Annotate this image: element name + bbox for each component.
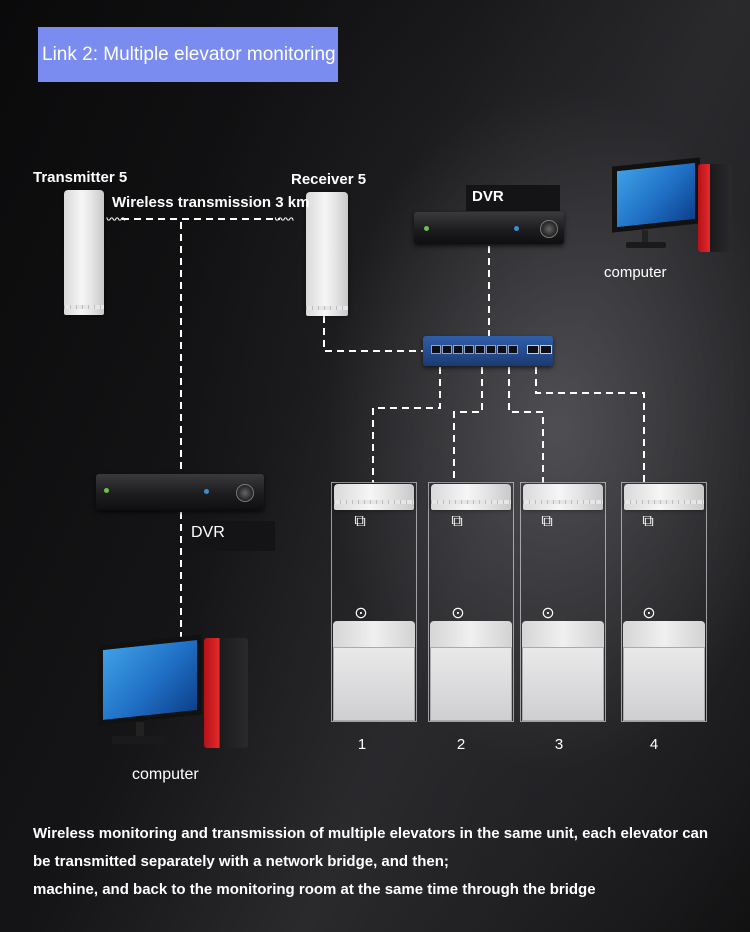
elevator-car-4 (621, 482, 707, 722)
computer-top-label: computer (604, 264, 667, 281)
bridge-icon (431, 484, 511, 510)
bridge-icon (333, 621, 415, 647)
wifi-icon: ⊙ (354, 605, 368, 622)
camera-icon (430, 647, 512, 721)
bridge-icon (522, 621, 604, 647)
bridge-icon (334, 484, 414, 510)
camera-icon (522, 647, 604, 721)
wifi-icon: ⊙ (541, 605, 555, 622)
camera-icon (623, 647, 705, 721)
wifi-icon: ⸾ (276, 216, 293, 222)
wifi-icon: ⧉ (451, 512, 463, 529)
elevator-car-1 (331, 482, 417, 722)
wifi-icon: ⧉ (642, 512, 654, 529)
elevator-number-2: 2 (456, 736, 466, 753)
computer-top-icon (612, 157, 740, 254)
caption-line-3: machine, and back to the monitoring room… (33, 881, 596, 898)
elevator-car-2 (428, 482, 514, 722)
caption-line-1: Wireless monitoring and transmission of … (33, 825, 709, 842)
bridge-icon (624, 484, 704, 510)
camera-icon (333, 647, 415, 721)
wifi-icon: ⧉ (541, 512, 553, 529)
bridge-icon (430, 621, 512, 647)
caption-line-2: be transmitted separately with a network… (33, 853, 449, 870)
receiver-bridge-icon (306, 192, 348, 316)
transmitter-bridge-icon (64, 190, 104, 315)
page-title: Link 2: Multiple elevator monitoring (38, 27, 338, 82)
wifi-icon: ⸾ (107, 216, 124, 222)
elevator-number-4: 4 (649, 736, 659, 753)
dvr-top-label: DVR (466, 185, 560, 211)
elevator-car-3 (520, 482, 606, 722)
caption-block: Wireless monitoring and transmission of … (33, 820, 743, 904)
dvr-left-icon (96, 474, 264, 510)
wifi-icon: ⊙ (451, 605, 465, 622)
computer-bottom-label: computer (132, 766, 199, 783)
wireless-distance-label: Wireless transmission 3 km (112, 194, 310, 211)
computer-bottom-icon (96, 634, 264, 752)
bridge-icon (623, 621, 705, 647)
dvr-left-label: DVR (185, 521, 275, 551)
dvr-top-icon (414, 212, 564, 244)
wifi-icon: ⧉ (354, 512, 366, 529)
receiver-label: Receiver 5 (291, 171, 367, 188)
network-switch-icon (423, 336, 553, 366)
elevator-number-3: 3 (554, 736, 564, 753)
wifi-icon: ⊙ (642, 605, 656, 622)
elevator-number-1: 1 (357, 736, 367, 753)
transmitter-label: Transmitter 5 (33, 169, 128, 186)
bridge-icon (523, 484, 603, 510)
